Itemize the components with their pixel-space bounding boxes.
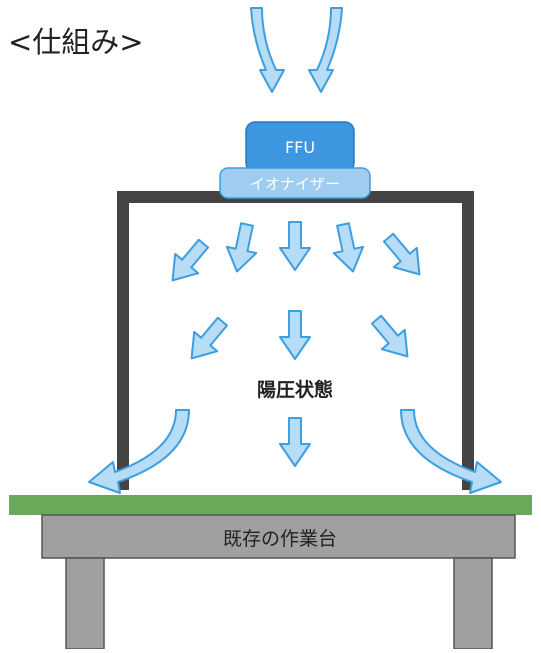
ionizer-unit	[219, 167, 371, 199]
downflow-arrow-icon	[179, 310, 235, 370]
workbench-leg-left	[65, 557, 105, 650]
downflow-arrow-icon	[327, 220, 369, 276]
downflow-arrow-icon	[376, 226, 432, 286]
downflow-arrow-icon	[364, 308, 420, 368]
workbench-leg-right	[453, 557, 493, 650]
downflow-arrow-icon	[279, 417, 311, 467]
outflow-curved-arrow-icon-left	[88, 409, 190, 494]
ionizer-label: イオナイザー	[250, 175, 340, 193]
downflow-arrow-icon	[279, 310, 311, 360]
intake-down-arrow-icon-right	[308, 7, 343, 93]
downflow-arrow-icon	[160, 232, 216, 292]
green-mat	[9, 495, 532, 515]
downflow-arrow-icon	[221, 220, 263, 276]
positive-pressure-label: 陽圧状態	[257, 378, 333, 401]
outflow-curved-arrow-icon-right	[400, 409, 502, 494]
existing-workbench-top	[41, 514, 516, 559]
ffu-label: FFU	[285, 138, 315, 157]
intake-down-arrow-icon-left	[250, 7, 285, 93]
existing-workbench-label: 既存の作業台	[223, 528, 337, 550]
downflow-arrow-icon	[279, 221, 311, 271]
diagram-title: <仕組み>	[8, 25, 144, 59]
